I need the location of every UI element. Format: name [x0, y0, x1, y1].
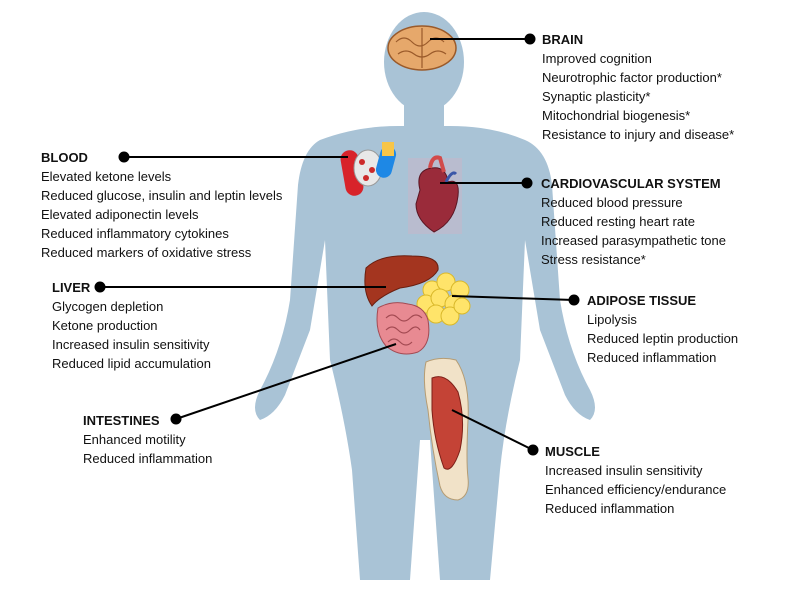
blood-item: Reduced inflammatory cytokines: [41, 226, 229, 241]
blood-item: Reduced markers of oxidative stress: [41, 245, 252, 260]
adipose-item: Reduced inflammation: [587, 350, 717, 365]
muscle-connector-dot: [527, 444, 539, 456]
adipose-item: Reduced leptin production: [587, 331, 739, 346]
liver-label-group: LIVER Glycogen depletion Ketone producti…: [52, 278, 211, 373]
cardiovascular-label-group: CARDIOVASCULAR SYSTEM Reduced blood pres…: [541, 174, 726, 269]
adipose-title: ADIPOSE TISSUE: [587, 293, 697, 308]
intestines-connector-dot: [170, 413, 182, 425]
liver-item: Increased insulin sensitivity: [52, 337, 210, 352]
brain-item: Synaptic plasticity*: [542, 89, 651, 104]
cardiovascular-item: Increased parasympathetic tone: [541, 233, 726, 248]
liver-icon: [364, 255, 439, 307]
intestines-icon: [376, 302, 430, 355]
brain-icon: [387, 25, 457, 71]
blood-item: Elevated adiponectin levels: [41, 207, 199, 222]
muscle-item: Enhanced efficiency/endurance: [545, 482, 727, 497]
cardiovascular-connector-dot: [521, 177, 533, 189]
connector-lines: [94, 33, 580, 456]
blood-title: BLOOD: [41, 150, 88, 165]
blood-item: Reduced glucose, insulin and leptin leve…: [41, 188, 283, 203]
cardiovascular-item: Reduced resting heart rate: [541, 214, 695, 229]
cardiovascular-title: CARDIOVASCULAR SYSTEM: [541, 176, 721, 191]
intestines-title: INTESTINES: [83, 413, 160, 428]
adipose-tissue-icon: [416, 272, 471, 326]
adipose-connector-dot: [568, 294, 580, 306]
cardiovascular-item: Reduced blood pressure: [541, 195, 683, 210]
liver-item: Glycogen depletion: [52, 299, 164, 314]
liver-title: LIVER: [52, 280, 91, 295]
adipose-label-group: ADIPOSE TISSUE Lipolysis Reduced leptin …: [587, 291, 738, 367]
adipose-item: Lipolysis: [587, 312, 637, 327]
brain-label-group: BRAIN Improved cognition Neurotrophic fa…: [542, 30, 734, 144]
brain-item: Mitochondrial biogenesis*: [542, 108, 691, 123]
muscle-title: MUSCLE: [545, 444, 600, 459]
liver-item: Ketone production: [52, 318, 158, 333]
blood-vessel-icon: [340, 142, 397, 196]
intestines-label-group: INTESTINES Enhanced motility Reduced inf…: [83, 411, 212, 468]
muscle-item: Increased insulin sensitivity: [545, 463, 703, 478]
liver-item: Reduced lipid accumulation: [52, 356, 211, 371]
muscle-label-group: MUSCLE Increased insulin sensitivity Enh…: [545, 442, 726, 518]
heart-icon: [408, 155, 462, 234]
muscle-icon: [423, 357, 469, 501]
blood-connector-dot: [118, 151, 130, 163]
muscle-item: Reduced inflammation: [545, 501, 675, 516]
brain-item: Improved cognition: [542, 51, 652, 66]
intestines-item: Enhanced motility: [83, 432, 186, 447]
blood-item: Elevated ketone levels: [41, 169, 172, 184]
intestines-item: Reduced inflammation: [83, 451, 213, 466]
cardiovascular-item: Stress resistance*: [541, 252, 646, 267]
liver-connector-dot: [94, 281, 106, 293]
brain-title: BRAIN: [542, 32, 584, 47]
brain-item: Resistance to injury and disease*: [542, 127, 735, 142]
brain-item: Neurotrophic factor production*: [542, 70, 722, 85]
blood-label-group: BLOOD Elevated ketone levels Reduced glu…: [41, 148, 282, 262]
brain-connector-dot: [524, 33, 536, 45]
